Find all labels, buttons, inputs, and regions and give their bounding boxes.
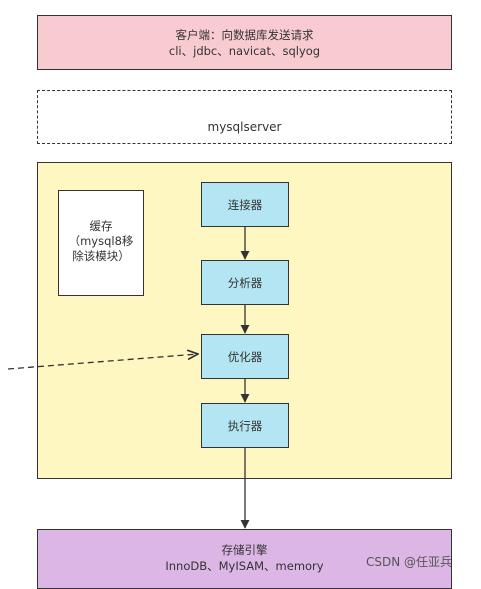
client-subtitle: cli、jdbc、navicat、sqlyog <box>168 43 321 58</box>
client-box: 客户端：向数据库发送请求 cli、jdbc、navicat、sqlyog <box>37 15 452 70</box>
optimizer-box: 优化器 <box>201 334 289 379</box>
dashed-arrow-optimizer <box>7 354 198 370</box>
mysqlserver-box: mysqlserver <box>37 90 452 144</box>
engine-title: 存储引擎 <box>221 543 268 557</box>
cache-box: 缓存 （mysql8移 除该模块） <box>58 190 144 296</box>
analyzer-box: 分析器 <box>201 260 289 305</box>
mysqlserver-label: mysqlserver <box>207 120 282 134</box>
executor-label: 执行器 <box>227 418 263 433</box>
connector-box: 连接器 <box>201 182 289 227</box>
executor-box: 执行器 <box>201 403 289 448</box>
analyzer-label: 分析器 <box>227 275 263 290</box>
connector-label: 连接器 <box>227 197 263 212</box>
optimizer-label: 优化器 <box>227 349 263 364</box>
cache-line-2: （mysql8移 <box>68 234 134 248</box>
engine-subtitle: InnoDB、MyISAM、memory <box>165 559 324 573</box>
watermark-text: CSDN @任亚兵 <box>366 555 453 569</box>
client-title: 客户端：向数据库发送请求 <box>175 27 314 42</box>
cache-line-3: 除该模块） <box>72 249 130 263</box>
cache-line-1: 缓存 <box>89 219 113 233</box>
